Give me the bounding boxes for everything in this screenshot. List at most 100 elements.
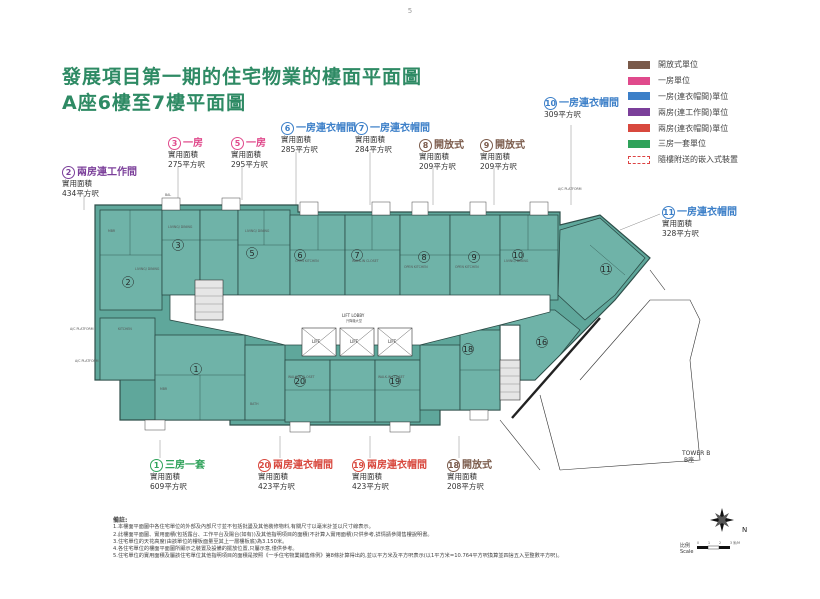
unit-type: 開放式	[462, 459, 492, 471]
legend-swatch	[628, 60, 650, 69]
room-label: BATH	[250, 402, 259, 406]
unit-number-ring	[190, 363, 202, 375]
unit-area: 423平方呎	[352, 482, 389, 491]
unit-number-ring	[294, 375, 306, 387]
room-label: LIVING/ DINING	[245, 229, 270, 233]
room-label: A/C PLATFORM	[558, 187, 582, 191]
unit-number-circle: 6	[281, 122, 294, 135]
units-top-row	[99, 209, 559, 311]
stair-cores	[194, 279, 521, 401]
unit-type: 一房連衣帽間	[559, 97, 619, 109]
unit-number-circle: 3	[168, 137, 181, 150]
lift-lobby-label: LIFT LOBBY	[342, 313, 365, 318]
partitions	[100, 210, 626, 420]
tower-b-outline	[499, 269, 701, 471]
legend-item: 開放式單位	[628, 57, 808, 73]
area-label: 實用面積	[258, 472, 288, 481]
note-line: 1.本樓面平面圖中各住宅單位的外部及內部尺寸並不包括批盪及其他裝修物料,有關尺寸…	[113, 524, 374, 531]
unit-number-circle: 8	[419, 139, 432, 152]
unit-area: 208平方呎	[447, 482, 484, 491]
legend-item: 兩房(連衣帽間)單位	[628, 120, 808, 136]
room-label: LIVING/ DINING	[504, 259, 529, 263]
unit-number-ring	[122, 276, 134, 288]
unit-number-ring	[294, 249, 306, 261]
area-label: 實用面積	[355, 135, 385, 144]
lift-crosses	[301, 327, 413, 357]
unit-type: 開放式	[434, 139, 464, 151]
unit-number-label: 1	[193, 365, 198, 374]
unit-area: 284平方呎	[355, 145, 392, 154]
area-label: 實用面積	[447, 472, 477, 481]
area-label: 實用面積	[168, 150, 198, 159]
unit-number-circle: 2	[62, 166, 75, 179]
area-label: 實用面積	[62, 179, 92, 188]
unit-area: 434平方呎	[62, 189, 99, 198]
lift-label: LIFT	[312, 339, 321, 344]
unit-number-label: 16	[537, 338, 547, 347]
legend-label: 三房一套單位	[658, 139, 706, 149]
unit-number-ring	[418, 251, 430, 263]
stair-treads	[195, 287, 520, 393]
legend-swatch	[628, 76, 650, 85]
unit-number-ring	[172, 239, 184, 251]
room-label: LIVING/ DINING	[168, 225, 193, 229]
unit-type: 開放式	[495, 139, 525, 151]
room-label: BAL	[165, 193, 171, 197]
unit-number-label: 7	[354, 251, 359, 260]
room-label: MBR	[160, 387, 168, 391]
room-label: OPEN KITCHEN	[295, 259, 319, 263]
tower-b-label: TOWER B	[681, 450, 710, 457]
corridor	[169, 294, 551, 346]
note-line: 3.住宅單位的天花高度(由該單位的樓板面量至其上一層樓板底)為3.150米。	[113, 538, 288, 545]
scale-bar: 比例 Scale 0 1 2 3 米/M	[680, 540, 740, 555]
unit-type: 一房	[183, 137, 203, 149]
legend-item: 兩房(連工作間)單位	[628, 104, 808, 120]
unit-number-circle: 9	[480, 139, 493, 152]
area-label: 實用面積	[480, 152, 510, 161]
legend-label: 隨樓附送的嵌入式裝置	[658, 155, 738, 165]
unit-number-label: 2	[125, 278, 130, 287]
unit-number-circle: 20	[258, 459, 271, 472]
unit-number-label: 3	[175, 241, 180, 250]
unit-number-circle: 7	[355, 122, 368, 135]
page-title: 發展項目第一期的住宅物業的樓面平面圖	[62, 66, 423, 88]
room-label: OPEN KITCHEN	[404, 265, 428, 269]
legend-label: 兩房(連工作間)單位	[658, 107, 729, 117]
unit-number-circle: 5	[231, 137, 244, 150]
notes: 備註: 1.本樓面平面圖中各住宅單位的外部及內部尺寸並不包括批盪及其他裝修物料,…	[113, 517, 633, 561]
unit-type: 一房連衣帽間	[296, 122, 356, 134]
unit-type: 兩房連衣帽間	[367, 459, 427, 471]
scale-tick: 0	[697, 541, 699, 545]
unit-type: 兩房連衣帽間	[273, 459, 333, 471]
unit-area: 609平方呎	[150, 482, 187, 491]
legend: 開放式單位一房單位一房(連衣帽間)單位兩房(連工作間)單位兩房(連衣帽間)單位三…	[628, 57, 808, 168]
room-label: A/C PLATFORM	[75, 359, 99, 363]
tower-b-thick-wall	[511, 317, 601, 419]
area-label: 實用面積	[231, 150, 261, 159]
unit-number-label: 5	[249, 249, 254, 258]
north-arrow-icon	[710, 508, 734, 532]
unit-number-label: 6	[297, 251, 302, 260]
unit-area: 423平方呎	[258, 482, 295, 491]
unit-number-ring	[389, 375, 401, 387]
unit-number-label: 8	[421, 253, 426, 262]
notes-heading: 備註:	[113, 517, 128, 524]
legend-swatch	[628, 92, 650, 101]
scale-tick: 1	[708, 541, 710, 545]
room-label: WALK-IN CLOSET	[288, 375, 315, 379]
legend-swatch	[628, 124, 650, 133]
room-labels: MBR LIVING/ DINING LIVING/ DINING LIVING…	[70, 187, 582, 406]
room-label: OPEN KITCHEN	[455, 265, 479, 269]
room-label: A/C PLATFORM	[70, 327, 94, 331]
unit-number-label: 20	[295, 377, 305, 386]
unit-number-circle: 1	[150, 459, 163, 472]
page-number: 5	[407, 7, 413, 15]
room-label: WALK-IN CLOSET	[352, 259, 379, 263]
